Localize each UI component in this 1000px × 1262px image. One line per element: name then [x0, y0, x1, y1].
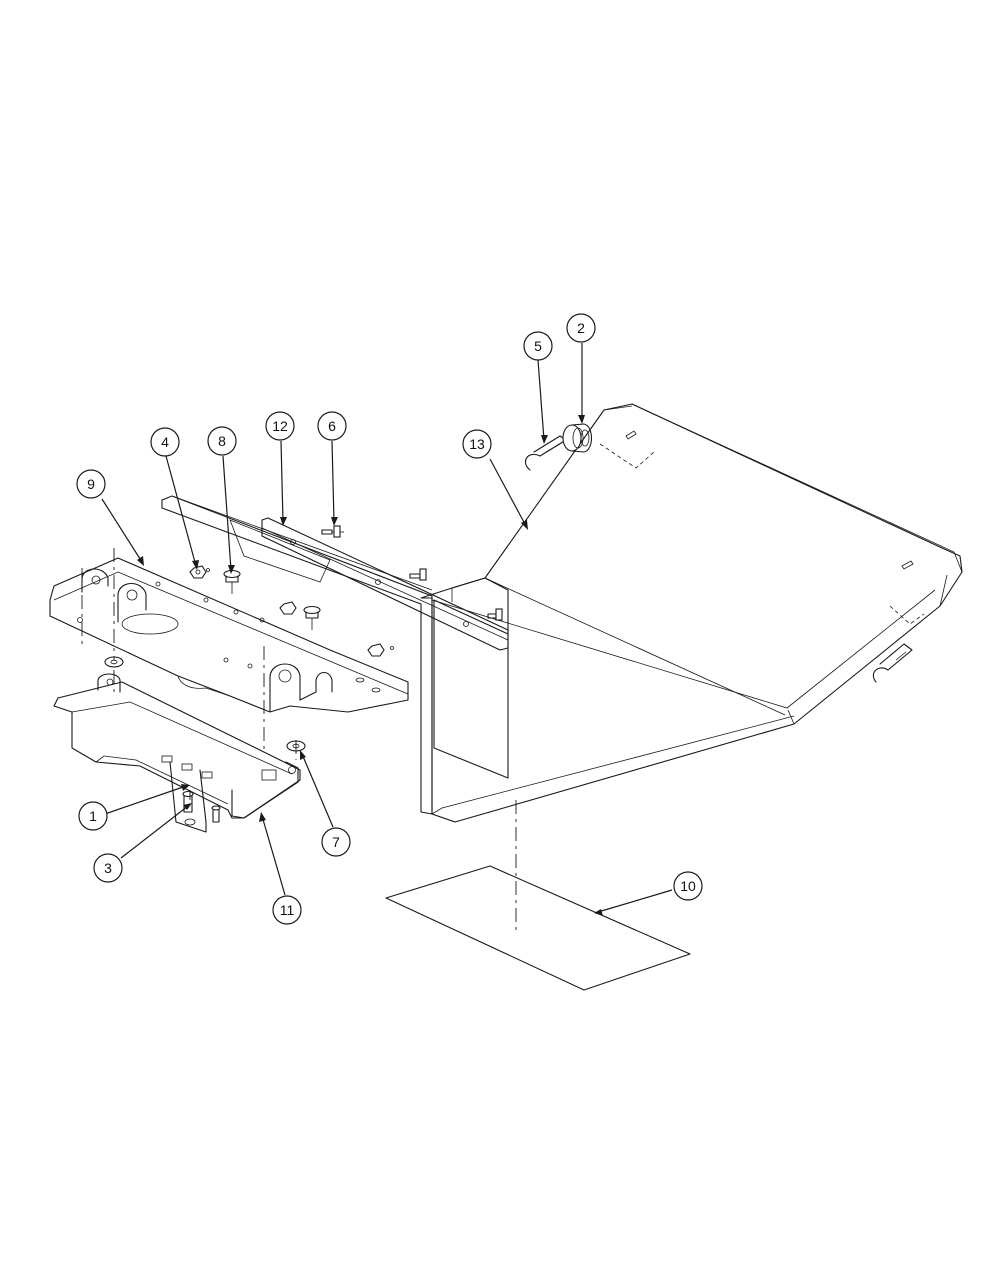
- callout-2-label: 2: [577, 320, 585, 336]
- callout-10-label: 10: [680, 878, 696, 894]
- part-3-bolt: [182, 790, 194, 813]
- callout-5-label: 5: [534, 338, 542, 354]
- part-10-decal: [385, 865, 691, 991]
- part-5-hairpin-clip: [525, 435, 567, 471]
- callout-2: 2: [566, 313, 596, 343]
- callout-12: 12: [265, 411, 295, 441]
- callout-11: 11: [272, 895, 302, 925]
- part-9-mounting-plate: [49, 557, 409, 713]
- callout-10: 10: [673, 871, 703, 901]
- callout-8: 8: [207, 426, 237, 456]
- part-2-knob: [562, 423, 593, 453]
- part-11-lower-bracket: [53, 673, 301, 833]
- callout-1: 1: [78, 801, 108, 831]
- callout-4-label: 4: [161, 434, 169, 450]
- part-4-nuts: [189, 565, 394, 657]
- part-12-strip: [261, 517, 509, 651]
- callout-6-label: 6: [328, 418, 336, 434]
- callout-9-label: 9: [87, 476, 95, 492]
- inner-shield-panel: [433, 577, 509, 779]
- leader-lines: [101, 343, 673, 916]
- callout-13: 13: [462, 429, 492, 459]
- callout-7: 7: [321, 827, 351, 857]
- part-6-bolts: [321, 525, 503, 621]
- callout-7-label: 7: [332, 834, 340, 850]
- callout-12-label: 12: [272, 418, 288, 434]
- callout-5: 5: [523, 331, 553, 361]
- callout-1-label: 1: [89, 808, 97, 824]
- callout-8-label: 8: [218, 433, 226, 449]
- callout-11-label: 11: [280, 902, 295, 918]
- part-13-hood: [420, 403, 963, 823]
- callout-3-label: 3: [104, 860, 112, 876]
- callout-4: 4: [150, 427, 180, 457]
- callout-3: 3: [93, 853, 123, 883]
- part-1-screw: [211, 805, 221, 823]
- part-8-studs: [223, 569, 321, 630]
- assembly-center-lines: [81, 548, 517, 932]
- callout-9: 9: [76, 469, 106, 499]
- callout-6: 6: [317, 411, 347, 441]
- callout-13-label: 13: [469, 436, 485, 452]
